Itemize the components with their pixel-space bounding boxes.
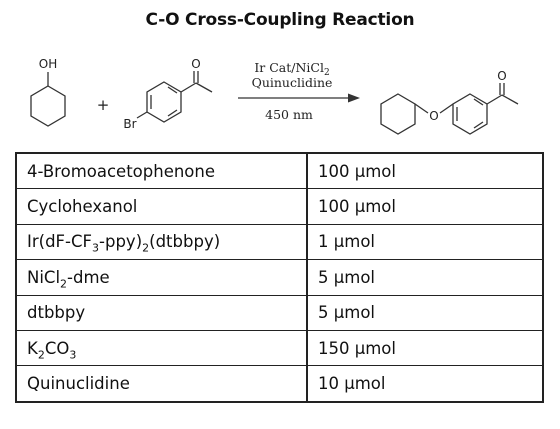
reagent-name: K2CO3 bbox=[15, 330, 308, 367]
page-title: C-O Cross-Coupling Reaction bbox=[145, 10, 415, 30]
table-row: NiCl2-dme 5 µmol bbox=[15, 259, 544, 296]
cyclohexanol-structure bbox=[30, 72, 66, 127]
bromoacetophenone-structure bbox=[136, 71, 213, 123]
condition-base: Quinuclidine bbox=[252, 75, 333, 90]
plus-sign: + bbox=[97, 96, 110, 114]
table-row: 4-Bromoacetophenone 100 µmol bbox=[15, 153, 544, 190]
condition-catalyst: Ir Cat/NiCl2 bbox=[254, 60, 329, 78]
reagent-amount: 5 µmol bbox=[307, 295, 544, 331]
reagent-name: dtbbpy bbox=[15, 295, 308, 331]
reagent-amount: 5 µmol bbox=[307, 259, 544, 296]
reagent-amount: 1 µmol bbox=[307, 224, 544, 261]
reagent-name: Cyclohexanol bbox=[15, 188, 308, 225]
reaction-scheme: OH + O Br Ir Cat/NiCl2 Quinuclidine 450 … bbox=[30, 57, 519, 135]
reagent-amount: 150 µmol bbox=[307, 330, 544, 367]
reagent-name: NiCl2-dme bbox=[15, 259, 308, 296]
reagent-table: 4-Bromoacetophenone 100 µmol Cyclohexano… bbox=[15, 152, 544, 403]
product-carbonyl-oxygen-label: O bbox=[497, 69, 506, 83]
bromo-label: Br bbox=[123, 117, 136, 131]
table-row: Ir(dF-CF3-ppy)2(dtbbpy) 1 µmol bbox=[15, 224, 544, 261]
condition-wavelength: 450 nm bbox=[265, 107, 313, 122]
carbonyl-oxygen-label: O bbox=[191, 57, 200, 71]
table-row: K2CO3 150 µmol bbox=[15, 330, 544, 367]
reagent-amount: 10 µmol bbox=[307, 365, 544, 403]
table-row: Quinuclidine 10 µmol bbox=[15, 365, 544, 403]
reaction-arrow bbox=[238, 93, 360, 103]
product-structure bbox=[380, 83, 519, 135]
hydroxyl-label: OH bbox=[39, 57, 57, 71]
reagent-name: 4-Bromoacetophenone bbox=[15, 153, 308, 190]
table-row: dtbbpy 5 µmol bbox=[15, 295, 544, 331]
reagent-amount: 100 µmol bbox=[307, 153, 544, 190]
table-row: Cyclohexanol 100 µmol bbox=[15, 188, 544, 225]
reagent-name: Quinuclidine bbox=[15, 365, 308, 403]
reagent-amount: 100 µmol bbox=[307, 188, 544, 225]
ether-oxygen-label: O bbox=[429, 109, 438, 123]
reagent-name: Ir(dF-CF3-ppy)2(dtbbpy) bbox=[15, 224, 308, 261]
